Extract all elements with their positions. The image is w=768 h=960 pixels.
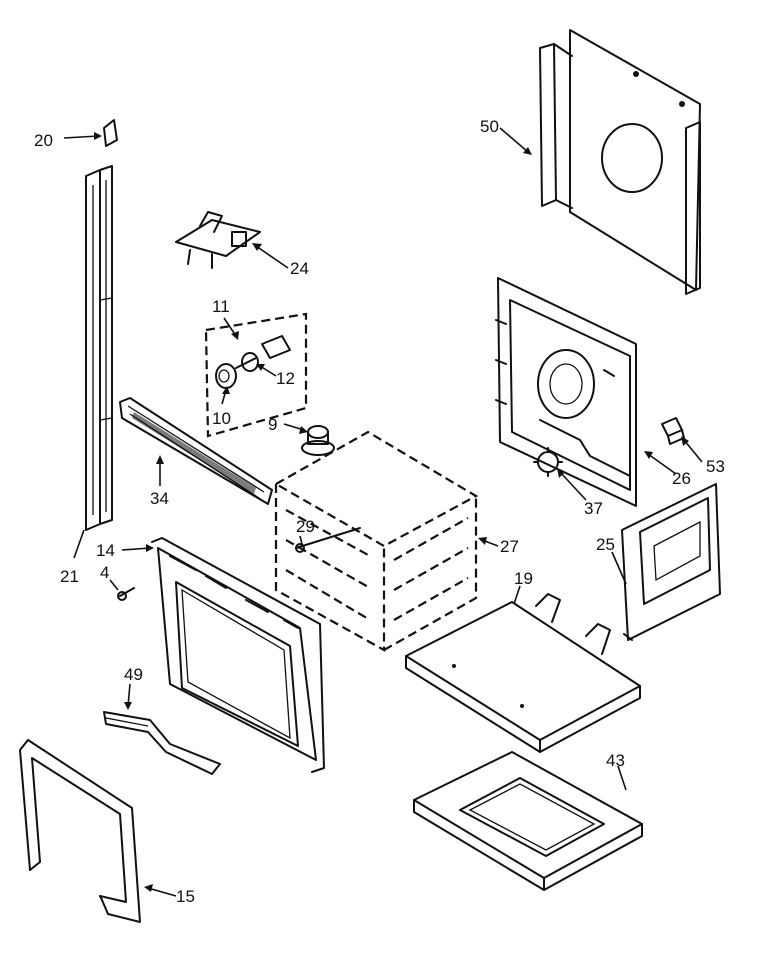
part-34-control-panel: [119, 397, 273, 505]
part-49-bottom-trim: [103, 711, 221, 775]
callout-19: 19: [514, 569, 533, 588]
callout-labels: 20 24 11 12 10 9 34 29 27 14 4 21 49 15 …: [34, 117, 725, 906]
callout-12: 12: [276, 369, 295, 388]
callout-27: 27: [500, 537, 519, 556]
part-50-back-panel: [539, 29, 701, 295]
part-15-gasket: [19, 739, 141, 923]
callout-53: 53: [706, 457, 725, 476]
part-53-bracket: [661, 417, 685, 445]
callout-37: 37: [584, 499, 603, 518]
part-24-switch: [175, 211, 261, 269]
part-21-side-trim: [85, 165, 113, 531]
part-27-oven-cavity: [273, 430, 479, 652]
callout-4: 4: [100, 563, 109, 582]
callout-49: 49: [124, 665, 143, 684]
part-37-ring: [533, 447, 563, 477]
callout-34: 34: [150, 489, 169, 508]
callout-9: 9: [268, 415, 277, 434]
part-20-clip: [103, 119, 118, 147]
part-19-tray: [405, 593, 641, 753]
callout-10: 10: [212, 409, 231, 428]
part-9-thermostat: [301, 425, 335, 456]
callout-26: 26: [672, 469, 691, 488]
callout-20: 20: [34, 131, 53, 150]
callout-25: 25: [596, 535, 615, 554]
leader-lines: [63, 127, 703, 897]
callout-29: 29: [296, 517, 315, 536]
callout-11: 11: [212, 297, 230, 316]
part-14-front-frame: [151, 537, 325, 773]
callout-15: 15: [176, 887, 195, 906]
part-25-side-panel: [621, 483, 721, 641]
part-26-rear-inner-panel: [495, 277, 637, 507]
part-43-pan: [413, 751, 643, 891]
callout-43: 43: [606, 751, 625, 770]
callout-21: 21: [60, 567, 79, 586]
callout-50: 50: [480, 117, 499, 136]
callout-14: 14: [96, 541, 115, 560]
part-4-screw: [117, 587, 135, 601]
callout-24: 24: [290, 259, 309, 278]
